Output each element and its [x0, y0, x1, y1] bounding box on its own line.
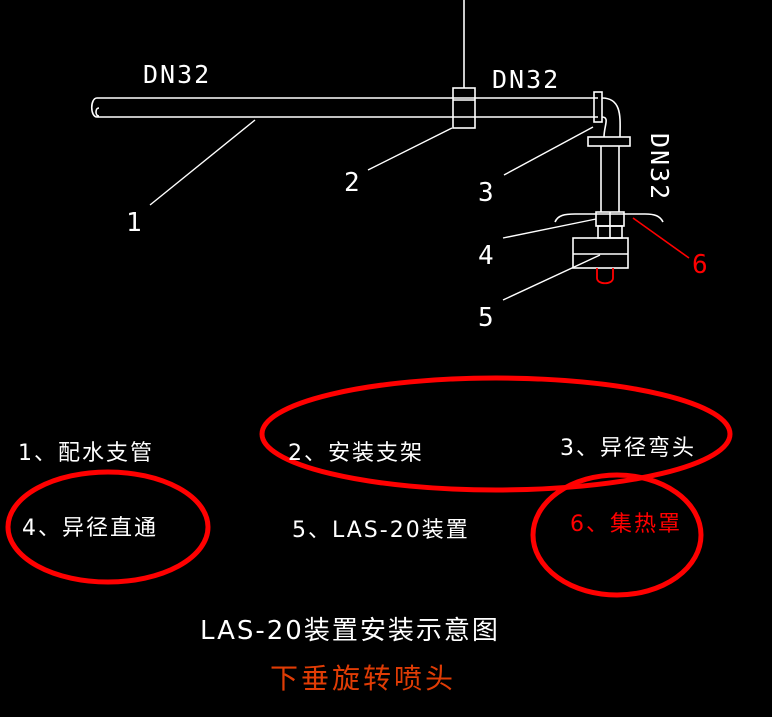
- legend-item-3: 3、异径弯头: [560, 436, 696, 461]
- legend-item-5: 5、LAS-20装置: [292, 518, 470, 543]
- drop-pipe-vertical: [600, 146, 620, 212]
- callout-number-2: 2: [344, 168, 361, 198]
- callout-number-6: 6: [692, 250, 709, 280]
- pipe-size-label-right: DN32: [492, 65, 561, 94]
- pipe-size-label-left: DN32: [143, 60, 212, 89]
- ceiling-line: [554, 213, 664, 223]
- ellipse-item-6: [530, 472, 704, 598]
- reducing-elbow: [587, 91, 631, 147]
- legend-item-4: 4、异径直通: [22, 516, 158, 541]
- ellipse-items-2-3: [259, 375, 733, 493]
- callout-number-4: 4: [478, 241, 495, 271]
- leader-line-6: [632, 217, 690, 259]
- legend-item-6: 6、集热罩: [570, 512, 682, 537]
- branch-pipe-horizontal: [90, 97, 598, 118]
- legend-item-2: 2、安装支架: [288, 441, 424, 466]
- ellipse-item-4: [5, 469, 211, 585]
- drawing-subtitle: 下垂旋转喷头: [270, 662, 457, 695]
- reducer-coupling: [595, 211, 625, 239]
- mounting-bracket-clamp: [452, 87, 476, 129]
- callout-number-5: 5: [478, 303, 495, 333]
- callout-leader-lines: [149, 119, 601, 301]
- drawing-title: LAS-20装置安装示意图: [200, 616, 500, 646]
- pipe-size-label-vertical: DN32: [645, 133, 674, 202]
- callout-number-3: 3: [478, 178, 495, 208]
- callout-number-1: 1: [126, 208, 143, 238]
- legend-item-1: 1、配水支管: [18, 441, 154, 466]
- las20-device-body: [572, 237, 629, 269]
- annotation-ellipses: [5, 375, 733, 598]
- heat-collector-shield: [596, 268, 614, 285]
